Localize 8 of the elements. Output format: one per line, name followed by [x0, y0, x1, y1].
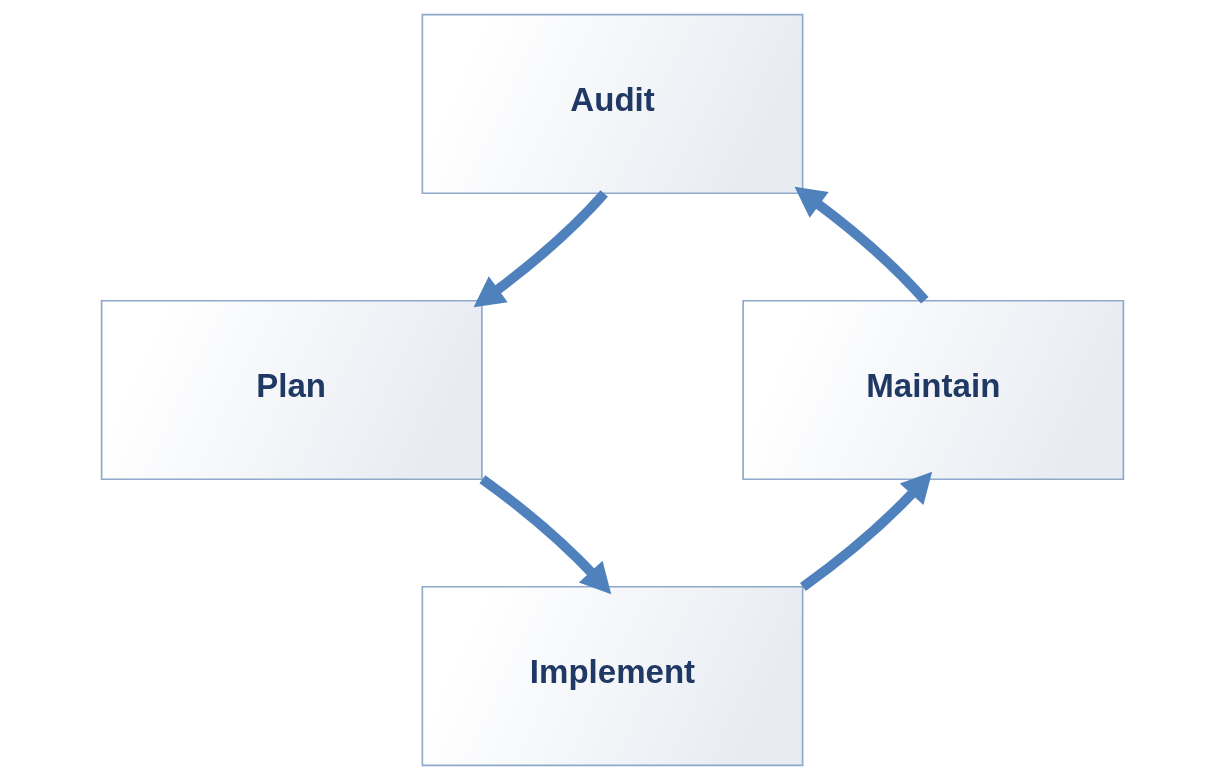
node-box: Maintain	[742, 299, 1125, 481]
arrow	[479, 475, 612, 595]
node-box: Plan	[100, 299, 483, 481]
arrow	[794, 186, 929, 304]
arrow	[800, 471, 933, 591]
node-box: Implement	[421, 585, 804, 767]
node-box: Audit	[421, 13, 804, 195]
arrow	[473, 190, 608, 308]
